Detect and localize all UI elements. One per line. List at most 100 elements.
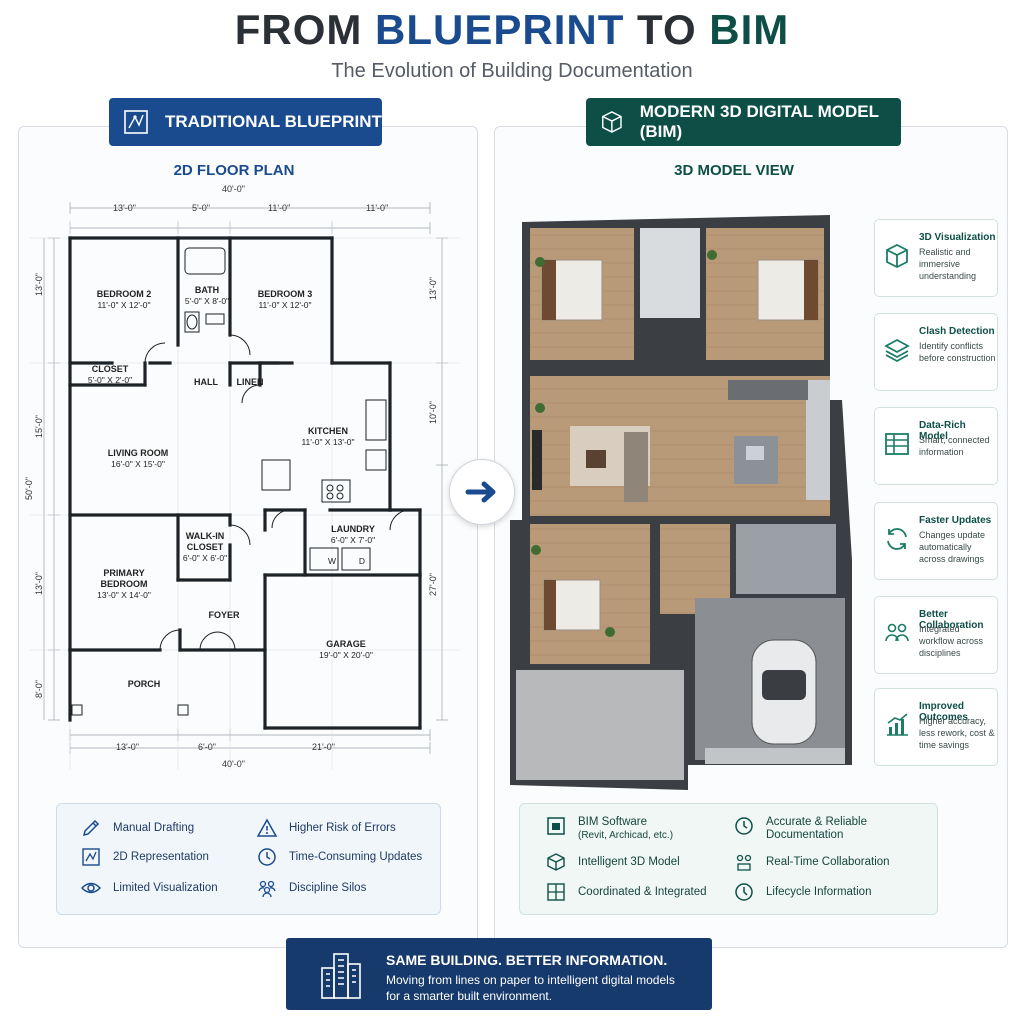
footer-line-1: Moving from lines on paper to intelligen… (386, 973, 675, 987)
dim-top-1: 13'-0" (113, 203, 136, 213)
lifecycle-icon (735, 883, 753, 901)
feature-title: Clash Detection (919, 326, 995, 337)
feature-faster-updates: Faster Updates Changes update automatica… (874, 502, 998, 580)
page-title: FROM BLUEPRINT TO BIM (234, 6, 790, 53)
legend-limited-visualization: Limited Visualization (81, 878, 218, 898)
footer-line-2: for a smarter built environment. (386, 989, 553, 1003)
dim-top-4: 11'-0" (366, 203, 389, 213)
dim-left-4: 8'-0" (34, 680, 44, 698)
dim-bottom-2: 6'-0" (198, 742, 216, 752)
clock-check-icon (735, 817, 753, 835)
legend-coordinated-integrated: Coordinated & Integrated (546, 882, 707, 902)
feature-desc: Changes update automatically across draw… (919, 530, 986, 564)
feature-title: Faster Updates (919, 515, 992, 526)
dim-bottom-total: 40'-0" (222, 759, 245, 769)
feature-title: Improved Outcomes (919, 701, 968, 723)
page-subtitle: The Evolution of Building Documentation (331, 60, 693, 82)
appliance-washer: W (327, 556, 337, 566)
bim-legend: BIM Software(Revit, Archicad, etc.) Accu… (519, 803, 938, 915)
table-icon (885, 433, 909, 455)
dim-bottom-1: 13'-0" (116, 742, 139, 752)
feature-3d-visualization: 3D Visualization Realistic and immersive… (874, 219, 998, 297)
dim-top-2: 5'-0" (192, 203, 210, 213)
legend-2d-representation: 2D Representation (81, 847, 209, 867)
feature-title: Better Collaboration (919, 609, 984, 631)
bim-3d-model (510, 215, 852, 790)
blueprint-legend: Manual Drafting Higher Risk of Errors 2D… (56, 803, 441, 915)
layers-icon (884, 338, 910, 363)
feature-better-collaboration: Better Collaboration Integrated workflow… (874, 596, 998, 674)
room-foyer: FOYER (208, 610, 240, 620)
dim-right-3: 27'-0" (428, 573, 438, 596)
warning-icon (257, 818, 277, 837)
room-porch: PORCH (127, 679, 161, 689)
model-view-title: 3D MODEL VIEW (674, 162, 794, 179)
pencil-icon (82, 819, 100, 837)
clock-icon (258, 848, 276, 866)
feature-improved-outcomes: Improved Outcomes Higher accuracy, less … (874, 688, 998, 766)
bim-badge-label: MODERN 3D DIGITAL MODEL (BIM) (639, 102, 879, 141)
buildings-icon (321, 953, 361, 999)
dim-right-2: 10'-0" (428, 401, 438, 424)
collab-icon (736, 854, 752, 871)
legend-real-time-collaboration: Real-Time Collaboration (734, 852, 890, 872)
cube-icon (602, 111, 622, 133)
dim-left-total: 50'-0" (24, 477, 34, 500)
legend-lifecycle-information: Lifecycle Information (734, 882, 871, 902)
dim-left-2: 15'-0" (34, 415, 44, 438)
footer-banner: SAME BUILDING. BETTER INFORMATION. Movin… (286, 938, 712, 1010)
chart-icon (887, 713, 908, 736)
feature-desc: Higher accuracy, less rework, cost & tim… (919, 716, 995, 750)
appliance-dryer: D (358, 556, 366, 566)
bim-badge: MODERN 3D DIGITAL MODEL (BIM) (586, 98, 901, 146)
legend-intelligent-3d-model: Intelligent 3D Model (546, 852, 680, 872)
room-hall: HALL (194, 377, 218, 387)
floor-plan-drawing (30, 202, 460, 770)
footer-headline: SAME BUILDING. BETTER INFORMATION. (386, 952, 668, 968)
feature-desc: Realistic and immersive understanding (919, 247, 977, 281)
floor-plan-title: 2D FLOOR PLAN (173, 162, 295, 179)
cube-icon (547, 853, 565, 871)
legend-manual-drafting: Manual Drafting (81, 818, 194, 838)
dim-bottom-3: 21'-0" (312, 742, 335, 752)
refresh-icon (887, 528, 907, 550)
dim-left-1: 13'-0" (34, 273, 44, 296)
legend-bim-software: BIM Software(Revit, Archicad, etc.) (546, 816, 673, 842)
room-linen: LINEN (236, 377, 264, 387)
feature-desc: Integrated workflow across disciplines (919, 624, 984, 658)
dim-top-total: 40'-0" (222, 184, 245, 194)
cube-icon (886, 243, 908, 269)
feature-title: 3D Visualization (919, 232, 996, 243)
feature-desc: Smart, connected information (919, 435, 990, 457)
transition-arrow (449, 459, 515, 525)
blueprint-badge-label: TRADITIONAL BLUEPRINT (165, 112, 382, 131)
eye-icon (81, 882, 101, 894)
feature-clash-detection: Clash Detection Identify conflicts befor… (874, 313, 998, 391)
legend-higher-risk: Higher Risk of Errors (257, 818, 396, 838)
drawing-icon (82, 848, 100, 866)
feature-data-rich-model: Data-Rich Model Smart, connected informa… (874, 407, 998, 485)
feature-title: Data-Rich Model (919, 420, 966, 442)
software-icon (547, 817, 565, 835)
legend-time-consuming: Time-Consuming Updates (257, 847, 422, 867)
blueprint-icon (124, 110, 148, 134)
blueprint-badge: TRADITIONAL BLUEPRINT (109, 98, 382, 146)
dim-top-3: 11'-0" (268, 203, 291, 213)
people-icon (258, 880, 276, 898)
legend-discipline-silos: Discipline Silos (257, 878, 366, 898)
arrow-right-icon (465, 481, 496, 503)
grid-icon (547, 883, 565, 901)
team-icon (885, 623, 909, 642)
dim-left-3: 13'-0" (34, 572, 44, 595)
dim-right-1: 13'-0" (428, 277, 438, 300)
